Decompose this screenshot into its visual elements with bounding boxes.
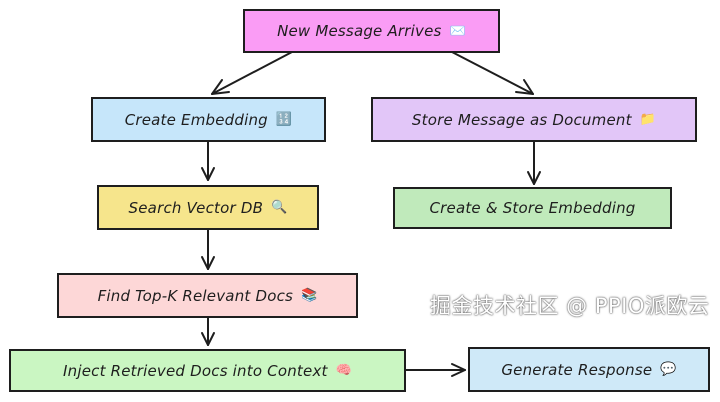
node-label: Find Top-K Relevant Docs bbox=[97, 286, 294, 305]
node-inject-docs: Inject Retrieved Docs into Context 🧠 bbox=[9, 349, 406, 392]
arrow-new-to-store bbox=[451, 51, 534, 95]
node-search-db: Search Vector DB 🔍 bbox=[97, 185, 319, 230]
magnifier-icon: 🔍 bbox=[271, 200, 288, 215]
books-icon: 📚 bbox=[301, 288, 318, 303]
node-create-store-embedding: Create & Store Embedding bbox=[393, 187, 672, 229]
arrow-find-to-inject bbox=[201, 317, 215, 346]
brain-icon: 🧠 bbox=[335, 363, 352, 378]
watermark: 掘金技术社区 @ PPIO派欧云 bbox=[430, 294, 710, 318]
arrow-new-to-embedding bbox=[211, 51, 293, 95]
node-find-docs: Find Top-K Relevant Docs 📚 bbox=[57, 273, 358, 318]
node-label: New Message Arrives bbox=[277, 22, 442, 40]
node-label: Search Vector DB bbox=[128, 198, 264, 217]
arrow-inject-to-generate bbox=[405, 363, 466, 377]
envelope-icon: ✉️ bbox=[449, 23, 466, 39]
node-label: Create Embedding bbox=[124, 110, 268, 129]
node-label: Store Message as Document bbox=[411, 110, 632, 129]
arrow-store-to-create bbox=[527, 141, 541, 185]
node-new-message: New Message Arrives ✉️ bbox=[243, 9, 500, 53]
node-label: Inject Retrieved Docs into Context bbox=[63, 361, 328, 380]
node-create-embedding: Create Embedding 🔢 bbox=[91, 97, 326, 142]
arrow-embedding-to-search bbox=[201, 141, 215, 181]
arrow-search-to-find bbox=[201, 229, 215, 270]
speech-bubble-icon: 💬 bbox=[660, 362, 677, 377]
folder-icon: 📁 bbox=[639, 112, 657, 127]
node-label: Generate Response bbox=[501, 360, 653, 379]
node-generate-response: Generate Response 💬 bbox=[468, 347, 710, 392]
node-label: Create & Store Embedding bbox=[429, 199, 636, 217]
node-store-document: Store Message as Document 📁 bbox=[371, 97, 697, 142]
numbers-icon: 🔢 bbox=[275, 112, 293, 127]
